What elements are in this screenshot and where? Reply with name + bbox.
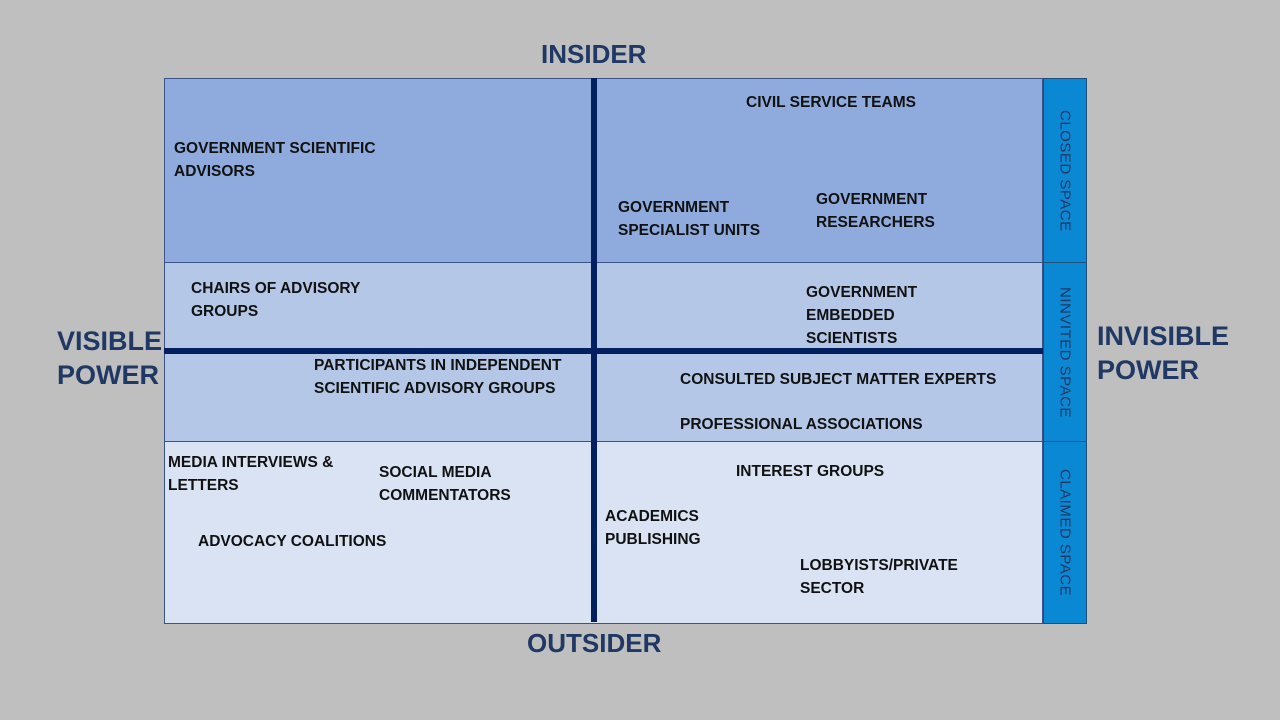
actor-media-interviews-letters: MEDIA INTERVIEWS & LETTERS <box>168 454 334 494</box>
actor-government-embedded-scientists: GOVERNMENT EMBEDDED SCIENTISTS <box>806 284 918 347</box>
closed-space-tab: CLOSED SPACE <box>1043 78 1087 263</box>
axis-label-invisible-power: INVISIBLE POWER <box>1097 321 1230 385</box>
actor-consulted-subject-matter-experts: CONSULTED SUBJECT MATTER EXPERTS <box>680 371 997 388</box>
actor-civil-service-teams: CIVIL SERVICE TEAMS <box>746 94 916 111</box>
closed-space-label: CLOSED SPACE <box>1056 109 1074 232</box>
axis-label-visible-power: VISIBLE POWER <box>57 326 163 390</box>
actor-advocacy-coalitions: ADVOCACY COALITIONS <box>198 533 387 550</box>
horizontal-axis-line <box>164 348 1043 354</box>
claimed-space-tab: CLAIMED SPACE <box>1043 441 1087 624</box>
axis-label-insider: INSIDER <box>541 39 647 69</box>
actor-participants-independent-groups: PARTICIPANTS IN INDEPENDENT SCIENTIFIC A… <box>314 357 562 397</box>
closed-space-band <box>164 78 1043 263</box>
actor-professional-associations: PROFESSIONAL ASSOCIATIONS <box>680 416 923 433</box>
invited-space-label: NINVITED SPACE <box>1056 286 1074 418</box>
actor-academics-publishing: ACADEMICS PUBLISHING <box>605 508 701 548</box>
actor-interest-groups: INTEREST GROUPS <box>736 463 885 480</box>
claimed-space-label: CLAIMED SPACE <box>1056 468 1074 597</box>
actor-chairs-of-advisory-groups: CHAIRS OF ADVISORY GROUPS <box>191 280 361 320</box>
actor-social-media-commentators: SOCIAL MEDIA COMMENTATORS <box>379 464 511 504</box>
actor-lobbyists-private-sector: LOBBYISTS/PRIVATE SECTOR <box>800 557 958 597</box>
actor-government-scientific-advisors: GOVERNMENT SCIENTIFIC ADVISORS <box>174 140 376 180</box>
claimed-space-band <box>164 441 1043 624</box>
actor-government-researchers: GOVERNMENT RESEARCHERS <box>816 191 935 231</box>
invited-space-tab: NINVITED SPACE <box>1043 262 1087 442</box>
actor-government-specialist-units: GOVERNMENT SPECIALIST UNITS <box>618 199 761 239</box>
axis-label-outsider: OUTSIDER <box>527 628 662 658</box>
